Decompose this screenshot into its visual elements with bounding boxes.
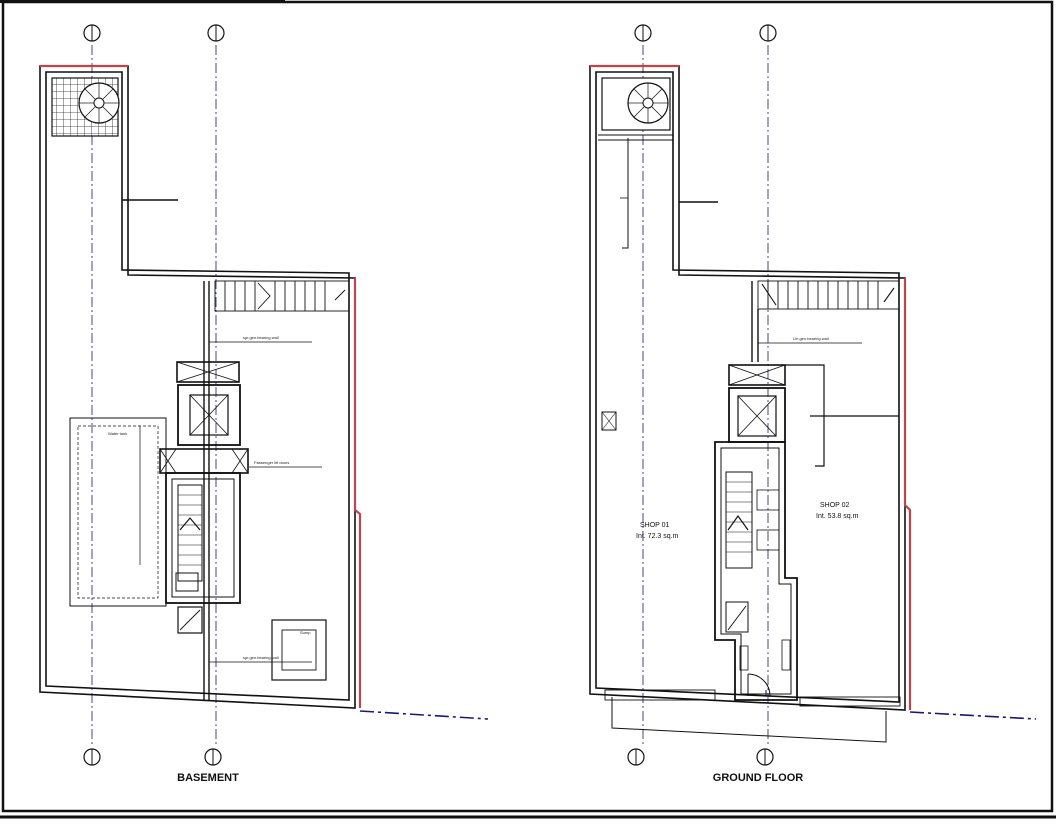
basement-water-tank <box>69 417 167 607</box>
basement-party-wall <box>40 64 362 708</box>
ground-floor-plan: Lin.gen.bearing.wall SHOP 01 Int. 72.3 s… <box>589 24 1037 784</box>
basement-note-top: spr.gen.bearing.wall <box>243 335 279 340</box>
basement-note-bottom: spr.gen.bearing.wall <box>243 655 279 660</box>
ground-frontage <box>604 689 901 743</box>
sheet-top-tab <box>0 0 285 3</box>
basement-street-line <box>359 710 489 720</box>
ground-grid-axes <box>642 45 769 745</box>
lift-cross-icon <box>159 361 249 474</box>
basement-title: BASEMENT <box>177 772 239 784</box>
shop01-fittings <box>601 138 629 431</box>
ground-note-top: Lin.gen.bearing.wall <box>793 336 829 341</box>
grid-bubble-icon <box>83 24 225 766</box>
basement-plan: Water tank Sump spr.gen.bearing.wall Pas… <box>39 24 489 784</box>
shop02-area: Int. 53.8 sq.m <box>816 513 859 520</box>
shop02-name: SHOP 02 <box>820 502 850 509</box>
ground-street-line <box>909 711 1037 720</box>
door-swing-icon <box>747 673 771 697</box>
stair-flight-icon <box>203 280 350 700</box>
sheet-border <box>1 0 1054 813</box>
spiral-stair-icon <box>601 77 671 131</box>
sump-label: Sump <box>300 630 311 635</box>
ground-floor-title: GROUND FLOOR <box>713 772 803 784</box>
grid-bubble-icon <box>627 24 777 766</box>
shop-partition <box>785 364 899 467</box>
shop01-area: Int. 72.3 sq.m <box>636 533 679 540</box>
stair-flight-icon <box>751 280 900 362</box>
spiral-stair-icon <box>51 77 120 137</box>
basement-annotation-leaders <box>209 341 322 663</box>
basement-sump <box>271 619 327 681</box>
water-tank-label: Water tank <box>108 431 127 436</box>
ground-stair-core <box>714 441 798 701</box>
shop01-name: SHOP 01 <box>640 522 670 529</box>
basement-note-lift: Passenger lift doors <box>254 460 289 465</box>
ground-party-wall <box>590 64 912 710</box>
